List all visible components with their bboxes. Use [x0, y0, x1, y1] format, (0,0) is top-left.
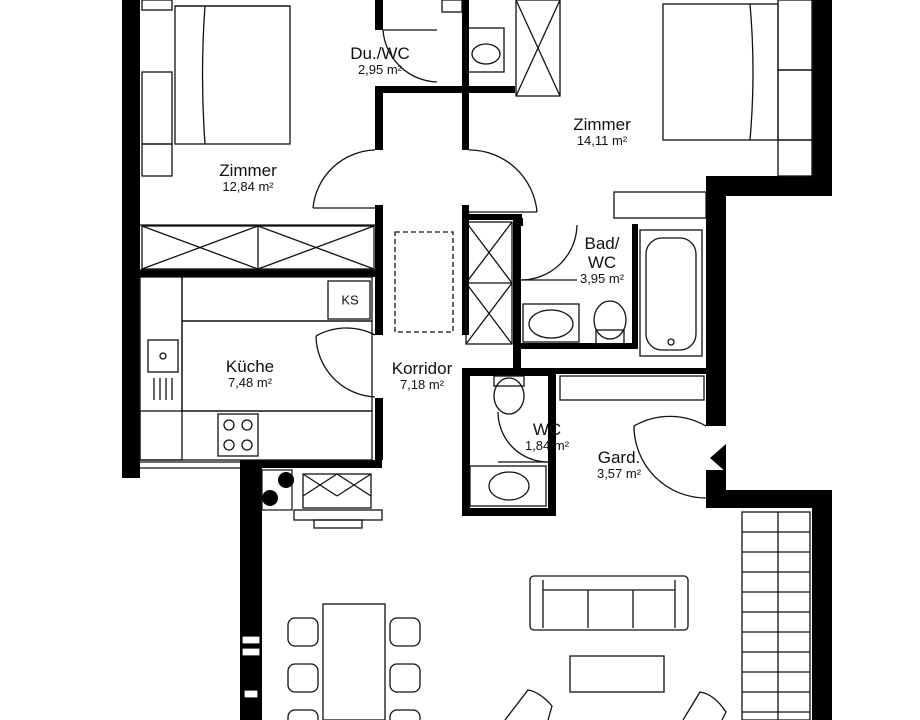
room-label-gard: Gard. 3,57 m²: [597, 448, 641, 482]
room-area: 12,84 m²: [222, 179, 274, 195]
room-name: Korridor: [391, 359, 453, 378]
room-name: Du./WC: [350, 44, 410, 63]
room-area: 7,18 m²: [399, 377, 445, 393]
fridge-label: KS: [341, 292, 359, 308]
interior-lines: [139, 0, 813, 720]
column-details: [261, 469, 294, 511]
room-area: 2,95 m²: [357, 62, 403, 78]
room-name: Küche: [225, 357, 275, 376]
room-label-bad-wc: Bad/ WC 3,95 m²: [580, 234, 624, 287]
room-label-zimmer-left: Zimmer 12,84 m²: [219, 161, 277, 195]
room-name-line1: Bad/: [584, 234, 620, 253]
entrance-arrow-icon: [710, 444, 726, 472]
room-label-du-wc: Du./WC 2,95 m²: [350, 44, 410, 78]
room-area: 14,11 m²: [576, 133, 628, 149]
room-name: Gard.: [597, 448, 641, 467]
room-name: Zimmer: [219, 161, 277, 180]
room-area: 7,48 m²: [227, 375, 273, 391]
room-name-line2: WC: [587, 253, 617, 273]
room-label-korridor: Korridor 7,18 m²: [392, 359, 452, 393]
room-label-kueche: Küche 7,48 m²: [226, 357, 274, 391]
room-label-zimmer-right: Zimmer 14,11 m²: [573, 115, 631, 149]
room-area: 3,57 m²: [596, 466, 642, 482]
windows: [241, 635, 261, 699]
room-label-wc: WC 1,84 m²: [525, 420, 569, 454]
room-area: 1,84 m²: [524, 438, 570, 454]
room-name: Zimmer: [573, 115, 631, 134]
room-name: WC: [532, 420, 562, 439]
room-area: 3,95 m²: [579, 271, 625, 287]
